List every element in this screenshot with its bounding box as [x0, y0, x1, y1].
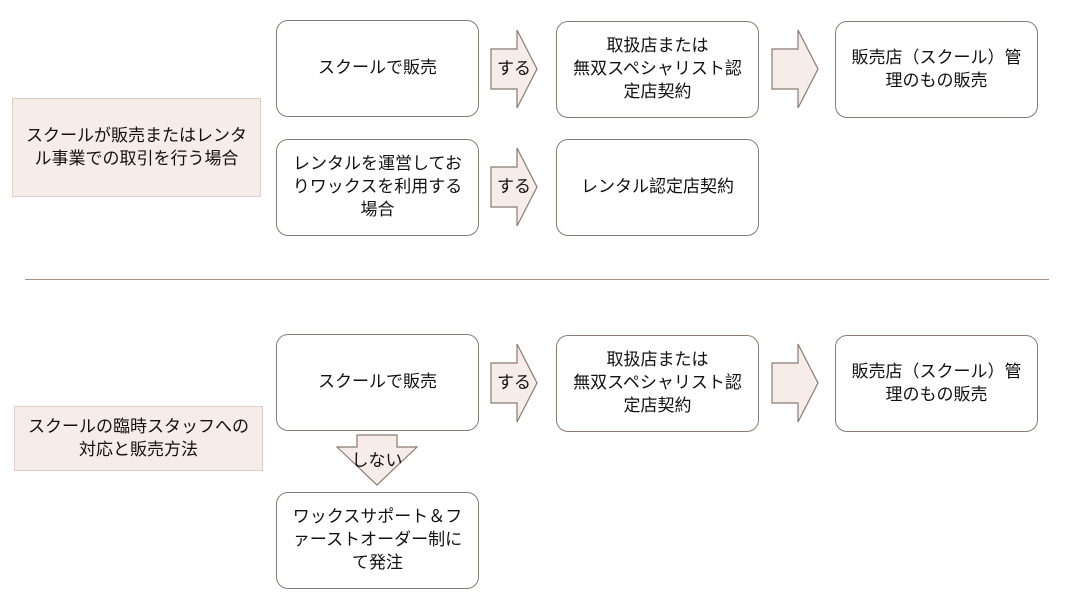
source-box-school-sales-2: スクールで販売	[276, 334, 479, 431]
alternative-box-wax-support: ワックスサポート＆ファーストオーダー制にて発注	[276, 492, 479, 589]
section-divider	[25, 279, 1049, 280]
result-box-store-sales: 販売店（スクール）管理のもの販売	[835, 21, 1038, 118]
source-box-rental-wax: レンタルを運営しておりワックスを利用する場合	[276, 139, 479, 236]
category-label-rental-sales: スクールが販売またはレンタル事業での取引を行う場合	[12, 98, 261, 197]
middle-box-dealer-contract-2: 取扱店または 無双スペシャリスト認定店契約	[556, 335, 759, 432]
middle-box-rental-contract: レンタル認定店契約	[556, 139, 759, 236]
result-box-store-sales-2: 販売店（スクール）管理のもの販売	[835, 335, 1038, 432]
arrow-label-yes-2: する	[497, 373, 531, 393]
arrow-right-yes	[490, 29, 538, 109]
arrow-label-yes-rental: する	[497, 177, 531, 197]
arrow-right-yes-rental	[490, 147, 538, 227]
middle-box-dealer-contract: 取扱店または 無双スペシャリスト認定店契約	[556, 21, 759, 118]
arrow-label-yes: する	[497, 59, 531, 79]
source-box-school-sales: スクールで販売	[276, 20, 479, 117]
arrow-down-no	[335, 434, 419, 486]
arrow-right-yes-2	[490, 343, 538, 423]
arrow-right-next	[771, 29, 819, 109]
arrow-right-next-2	[771, 343, 819, 423]
category-label-temp-staff: スクールの臨時スタッフへの対応と販売方法	[14, 406, 263, 471]
arrow-label-no: しない	[351, 451, 403, 471]
